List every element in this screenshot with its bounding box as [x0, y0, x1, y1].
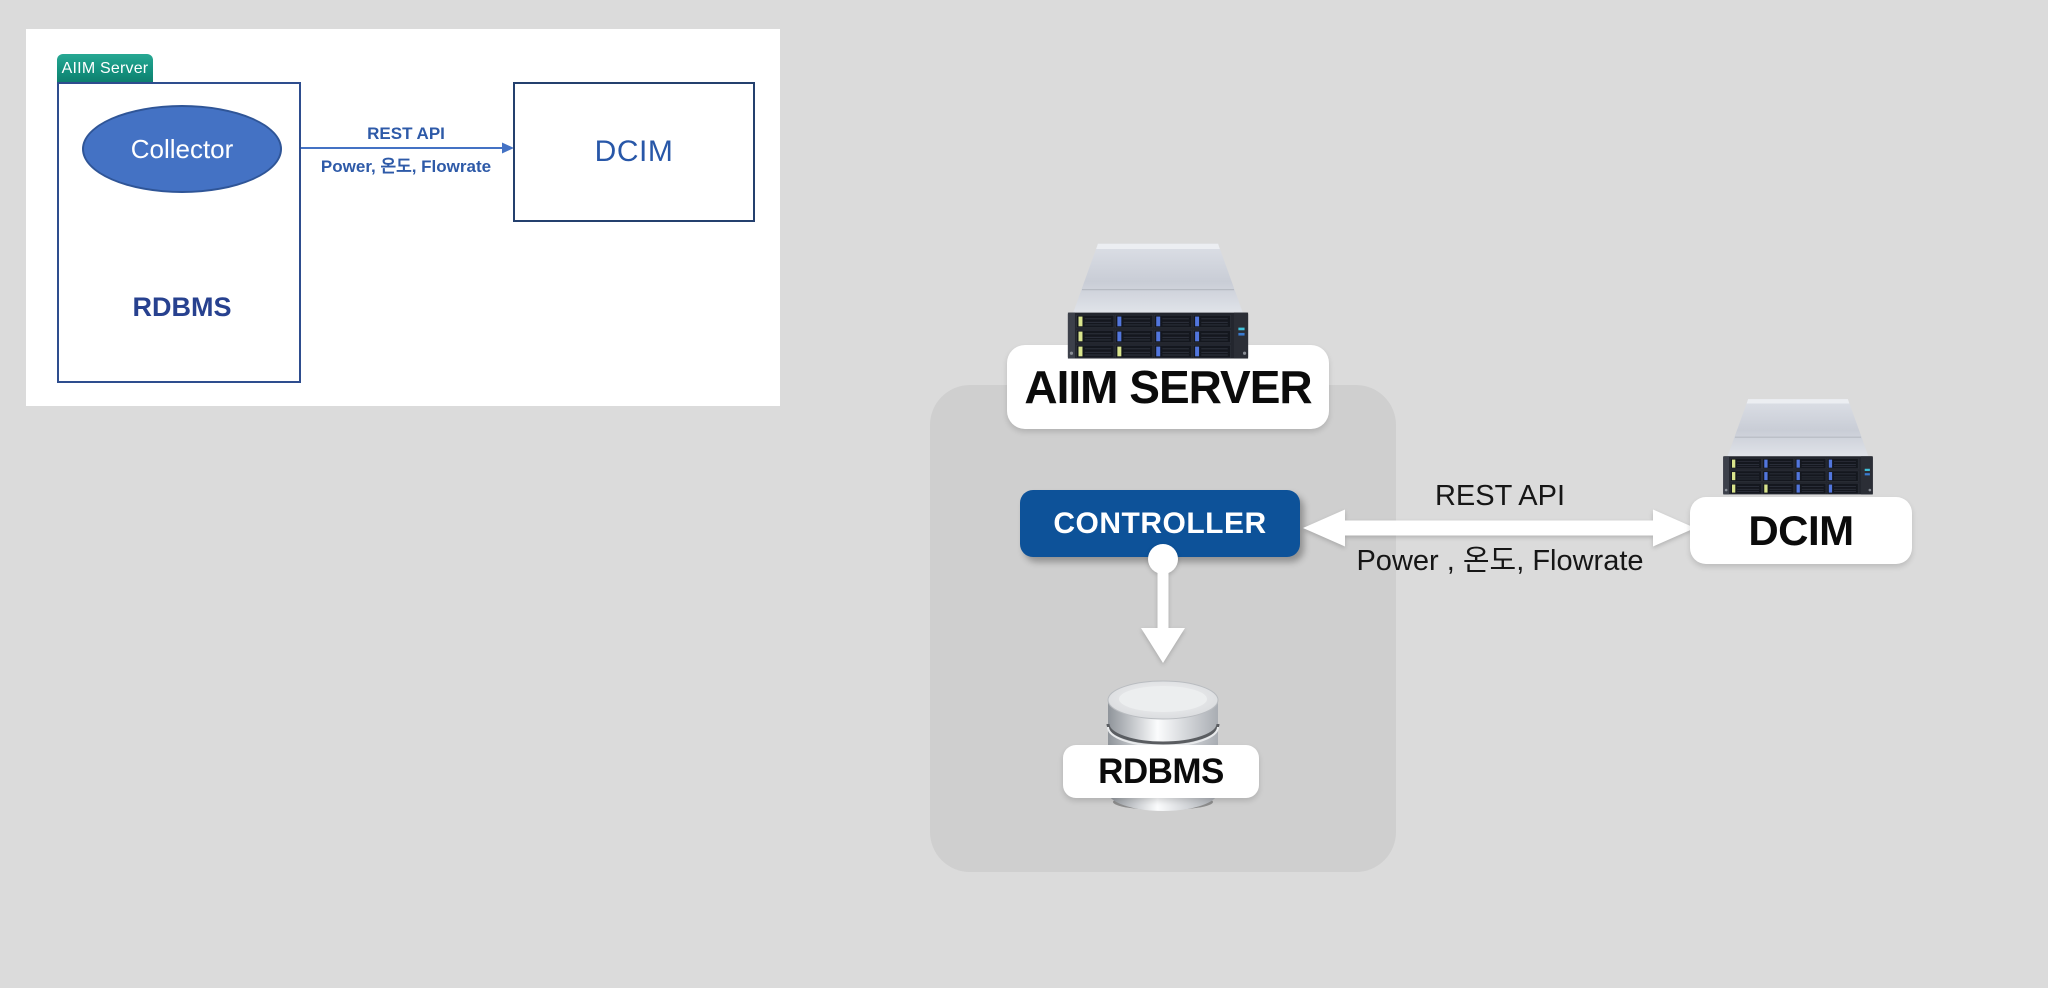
aiim-server-label: AIIM SERVER [1007, 345, 1329, 429]
inset-rdbms-label: RDBMS [132, 292, 232, 322]
dcim-rack-server-icon [1710, 396, 1886, 499]
inset-collector-label: Collector [130, 133, 234, 164]
main-link-title: REST API [1434, 480, 1566, 512]
dcim-label: DCIM [1690, 497, 1912, 564]
inset-dcim-label: DCIM [594, 135, 674, 168]
controller-label: CONTROLLER [1053, 506, 1267, 540]
inset-dcim-node: DCIM [513, 82, 755, 222]
dcim-label-text: DCIM [1748, 506, 1854, 554]
rdbms-label-text: RDBMS [1098, 751, 1224, 791]
inset-collector-node: Collector [82, 105, 282, 193]
inset-aiim-server-tab: AIIM Server [57, 54, 153, 83]
inset-link-subtitle: Power, 온도, Flowrate [320, 157, 492, 176]
inset-aiim-server-tab-label: AIIM Server [61, 59, 149, 77]
controller-to-rdbms-arrow-icon [1141, 544, 1185, 663]
inset-diagram-panel: AIIM Server Collector RDBMS DCIM REST AP… [26, 29, 780, 406]
aiim-server-label-text: AIIM SERVER [1024, 361, 1312, 413]
inset-link-title: REST API [367, 124, 445, 143]
aiim-rack-server-icon [1052, 240, 1264, 364]
rdbms-label: RDBMS [1063, 745, 1259, 798]
rest-api-double-arrow-icon [1303, 509, 1695, 547]
main-link-subtitle: Power , 온도, Flowrate [1356, 545, 1644, 577]
